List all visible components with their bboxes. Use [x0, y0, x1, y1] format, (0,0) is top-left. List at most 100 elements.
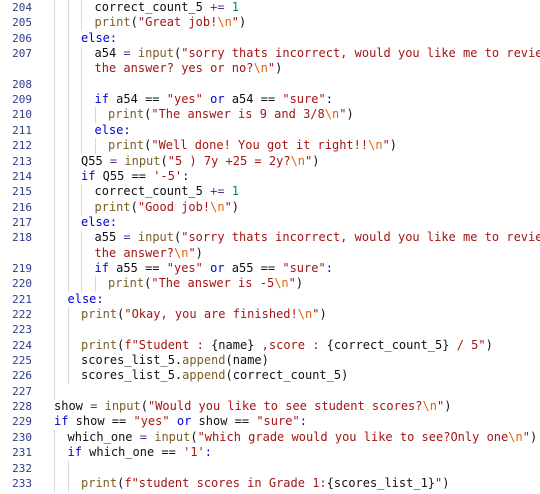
code-token: if: [94, 92, 109, 107]
code-token: (: [174, 230, 182, 245]
indent-guide: [67, 0, 69, 16]
indent-guide: [81, 92, 82, 109]
code-token: scores_list_5.: [81, 353, 183, 368]
code-text: the answer? yes or no?\n"): [95, 61, 283, 76]
code-token: ": [339, 107, 347, 122]
code-token: ,score :: [254, 337, 327, 352]
line-number: 207: [12, 47, 32, 61]
line-number: 220: [12, 277, 32, 291]
code-token: print: [81, 475, 118, 490]
line-number: 204: [12, 1, 32, 14]
code-token: ): [529, 429, 538, 444]
code-line[interactable]: 223: [0, 322, 540, 339]
code-token: if: [67, 445, 82, 460]
code-token: (: [117, 307, 125, 321]
indent-guide: [67, 184, 69, 201]
code-text: correct_count_5 += 1: [95, 184, 240, 199]
code-token: else: [81, 30, 110, 45]
code-token: ): [275, 61, 283, 76]
code-token: +=: [210, 184, 225, 199]
line-number: 225: [12, 354, 32, 368]
code-line[interactable]: the answer?\n"): [0, 245, 540, 262]
code-token: "yes": [166, 92, 203, 107]
code-token: :: [96, 291, 104, 306]
code-line[interactable]: 232: [0, 460, 540, 477]
code-token: scores_list_5.: [81, 368, 183, 383]
code-line[interactable]: 217 else:: [0, 214, 540, 231]
code-token: {name}: [211, 337, 255, 352]
indent-guide: [81, 260, 82, 277]
code-token: a55: [94, 230, 124, 245]
code-token: [131, 46, 138, 60]
indent-guide: [81, 276, 82, 293]
code-token: print: [94, 199, 131, 214]
code-token: a55 ==: [224, 260, 283, 275]
code-token: (name): [225, 353, 269, 368]
code-token: [170, 414, 177, 428]
code-line[interactable]: 227: [0, 383, 540, 400]
code-token: '-5': [153, 168, 183, 183]
code-line[interactable]: 207 a54 = input("sorry thats incorrect, w…: [0, 46, 540, 63]
code-token: "Great job!: [137, 15, 218, 30]
code-token: (: [130, 15, 138, 30]
code-token: else: [67, 291, 97, 306]
code-token: ): [319, 307, 327, 321]
code-token: ): [239, 15, 247, 30]
code-line[interactable]: 208: [0, 76, 540, 93]
code-line[interactable]: 215 correct_count_5 += 1: [0, 184, 540, 201]
code-text: which_one = input("which grade would you…: [68, 430, 538, 445]
code-token: "5 ) 7y +25 = 2y?: [167, 153, 291, 168]
indent-guide: [54, 76, 55, 93]
code-token: =: [123, 46, 131, 61]
code-token: "sorry thats incorrect, would you like m…: [181, 230, 540, 245]
indent-guide: [54, 199, 55, 216]
code-line[interactable]: 225 scores_list_5.append(name): [0, 353, 540, 370]
code-token: '1': [183, 445, 205, 460]
code-token: append: [182, 353, 226, 368]
code-token: ): [295, 276, 304, 291]
code-text: print(f"student scores in Grade 1:{score…: [81, 476, 450, 491]
code-token: a54 ==: [108, 92, 167, 107]
code-token: "sure": [256, 414, 300, 429]
indent-guide: [54, 214, 55, 231]
code-text: else:: [81, 215, 117, 230]
indent-guide: [67, 46, 69, 63]
code-token: (: [130, 199, 138, 214]
indent-guide: [54, 291, 55, 308]
indent-guide: [67, 260, 69, 277]
code-token: ": [435, 475, 443, 490]
code-line[interactable]: the answer? yes or no?\n"): [0, 61, 540, 78]
line-number: 217: [12, 215, 32, 229]
indent-guide: [54, 184, 55, 201]
code-text: if a54 == "yes" or a54 == "sure":: [95, 92, 333, 107]
line-number: 215: [12, 185, 32, 199]
line-number: 222: [12, 308, 32, 321]
indent-guide: [67, 245, 69, 262]
code-text: a54 = input("sorry thats incorrect, woul…: [95, 46, 540, 61]
indent-guide: [67, 475, 69, 492]
